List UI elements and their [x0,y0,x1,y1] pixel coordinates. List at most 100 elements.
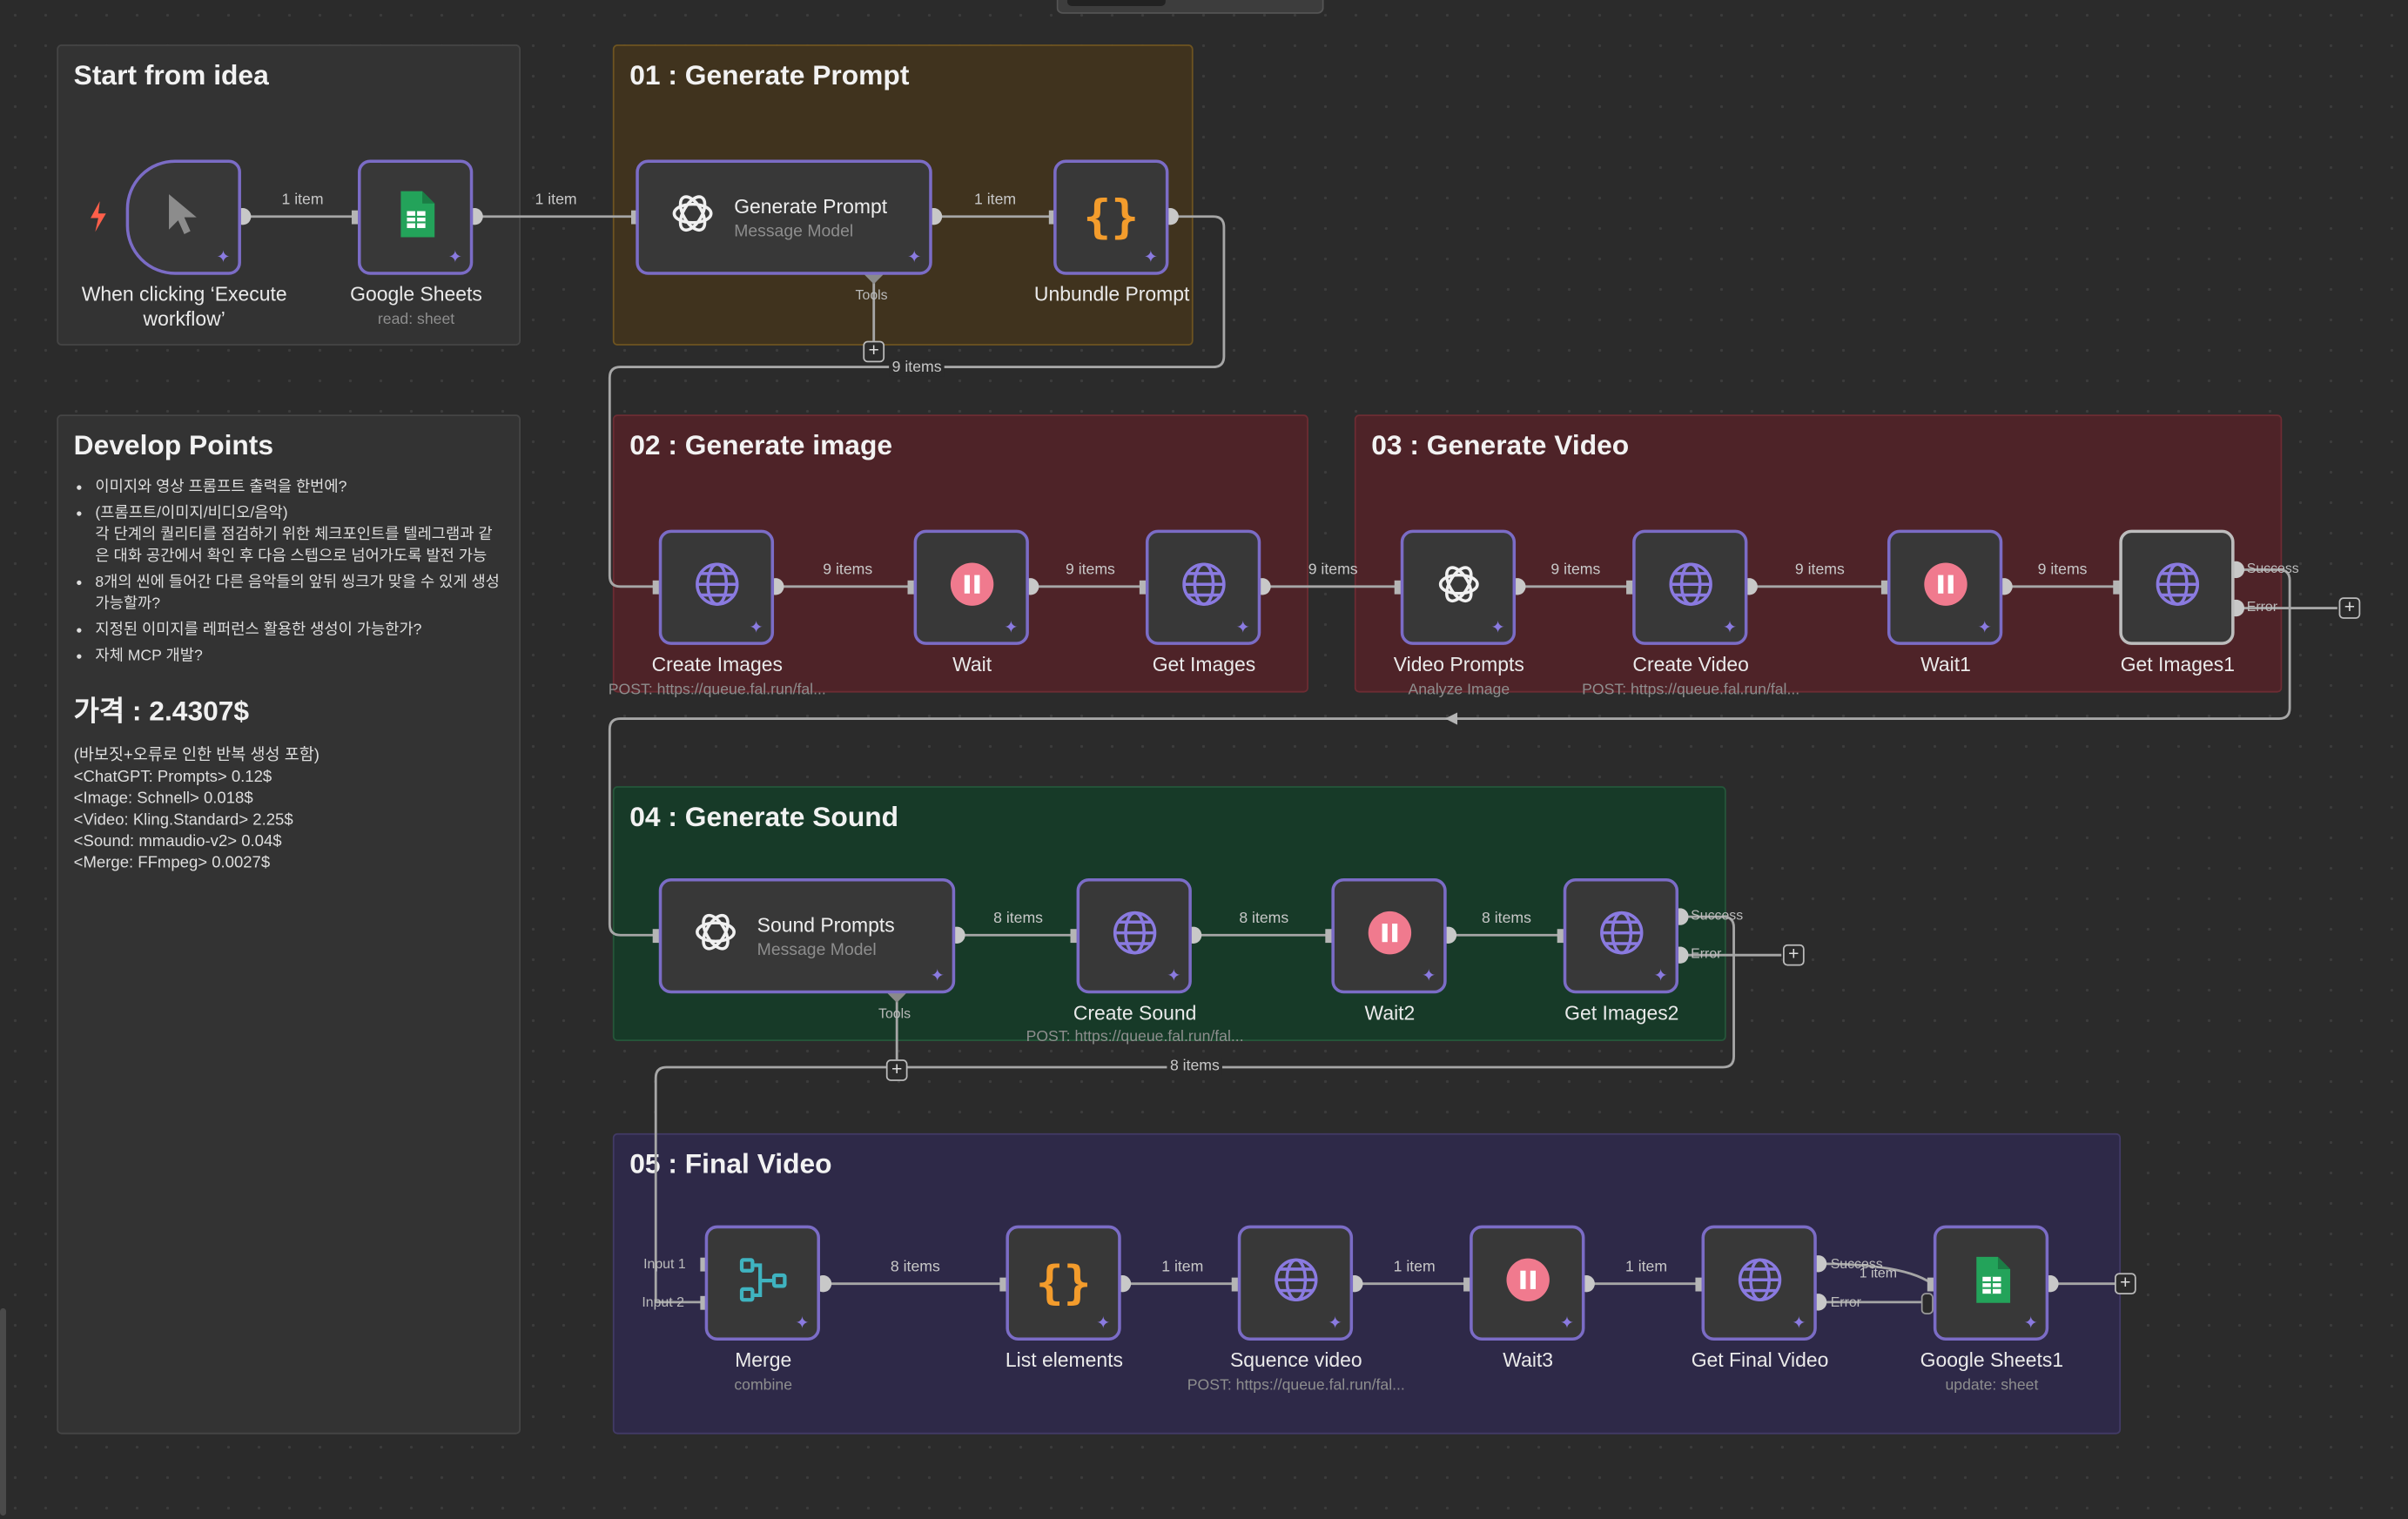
edge-label: 1 item [1393,1259,1436,1276]
note-item: 8개의 씬에 들어간 다른 음악들의 앞뒤 씽크가 맞을 수 있게 생성 가능할… [95,573,503,615]
output-label-error: Error [2246,598,2278,615]
node-label: Google Sheets [350,282,482,306]
sound-prompts-node[interactable]: Sound Prompts Message Model ✦ [658,878,956,994]
generate-prompt-node[interactable]: Generate Prompt Message Model ✦ [636,159,932,275]
pin-icon: ✦ [2023,1314,2038,1334]
node-subtitle: POST: https://queue.fal.run/fal... [608,682,826,699]
pause-icon [1504,1256,1550,1310]
node-label: Get Images1 [2120,652,2236,676]
wait1-node[interactable]: ✦ [1887,529,2003,645]
edge-label: 1 item [974,192,1017,209]
pin-icon: ✦ [1653,967,1668,986]
video-prompts-node[interactable]: ✦ [1400,529,1517,645]
pin-icon: ✦ [1235,618,1250,638]
node-label: Create Images [651,652,783,676]
price-line: <Video: Kling.Standard> 2.25$ [73,810,293,830]
tools-label: Tools [878,1005,911,1022]
create-sound-node[interactable]: ✦ [1076,878,1192,994]
edge-label: 9 items [1308,561,1358,580]
add-tool-button[interactable]: + [885,1059,908,1081]
pin-icon: ✦ [907,248,922,267]
manual-trigger-node[interactable]: ✦ [125,159,241,275]
pin-icon: ✦ [1490,618,1505,638]
add-tool-button[interactable]: + [863,340,885,363]
canvas-toolbar[interactable] [1056,0,1324,14]
add-node-button[interactable]: + [2338,597,2361,619]
google-sheets1-node[interactable]: ✦ [1933,1225,2049,1341]
output-label-success: Success [1830,1255,1883,1272]
develop-title: Develop Points [73,429,274,461]
openai-icon [1435,561,1481,615]
get-images2-node[interactable]: ✦ [1563,878,1679,994]
node-label: Create Sound [1073,1001,1197,1025]
create-images-node[interactable]: ✦ [658,529,775,645]
pause-icon [948,561,994,615]
unbundle-prompt-node[interactable]: {} ✦ [1053,159,1169,275]
price-breakdown: (바보짓+오류로 인한 반복 생성 포함) <ChatGPT: Prompts>… [74,745,504,874]
wait2-node[interactable]: ✦ [1331,878,1447,994]
globe-icon [1111,909,1157,963]
globe-icon [1272,1256,1318,1310]
wait-node[interactable]: ✦ [913,529,1029,645]
google-sheets-node[interactable]: ✦ [358,159,474,275]
edge-label: 9 items [2037,561,2088,580]
cursor-icon [164,191,204,245]
price-line: <Merge: FFmpeg> 0.0027$ [73,853,271,872]
output-label-error: Error [1830,1294,1861,1310]
pin-icon: ✦ [1977,618,1992,638]
node-label: List elements [1005,1348,1124,1372]
node-label: Unbundle Prompt [1033,282,1190,306]
pin-icon: ✦ [1722,618,1738,638]
node-label: Get Images2 [1564,1001,1679,1025]
pin-icon: ✦ [795,1314,810,1334]
merge-node[interactable]: ✦ [704,1225,820,1341]
node-subtitle: POST: https://queue.fal.run/fal... [1026,1028,1244,1046]
node-label: Google Sheets1 [1920,1348,2064,1372]
node-label: Wait1 [1920,652,1971,676]
edge-label: 9 items [889,359,945,377]
create-video-node[interactable]: ✦ [1632,529,1748,645]
add-node-button[interactable]: + [2115,1273,2136,1295]
node-label: Squence video [1229,1348,1362,1372]
input-label: Input 2 [642,1294,684,1310]
pin-icon: ✦ [447,248,462,267]
globe-icon [1736,1256,1782,1310]
openai-icon [693,909,739,963]
group-title: 02 : Generate image [629,429,893,461]
pin-icon: ✦ [1792,1314,1806,1334]
globe-icon [1667,561,1713,615]
sequence-video-node[interactable]: ✦ [1237,1225,1354,1341]
node-subtitle: combine [734,1377,793,1395]
list-elements-node[interactable]: {} ✦ [1006,1225,1121,1341]
note-item: 지정된 이미지를 레퍼런스 활용한 생성이 가능한가? [95,621,503,642]
pause-icon [1922,561,1968,615]
note-item: (프롬프트/이미지/비디오/음악) 각 단계의 퀄리티를 점검하기 위한 체크포… [95,504,503,568]
develop-notes: 이미지와 영상 프롬프트 출력을 한번에? (프롬프트/이미지/비디오/음악) … [74,478,504,669]
node-label: Wait [952,652,992,676]
output-label-success: Success [2246,560,2299,576]
wait3-node[interactable]: ✦ [1470,1225,1585,1341]
node-label: Create Video [1632,652,1749,676]
edge-label: 9 items [1794,561,1845,580]
add-node-button[interactable] [1920,1293,1934,1314]
globe-icon [2154,561,2200,615]
price-title: 가격 : 2.4307$ [73,696,250,727]
pin-icon: ✦ [1004,618,1019,638]
node-subtitle: Analyze Image [1408,682,1510,699]
pin-icon: ✦ [1559,1314,1575,1334]
node-title: Sound Prompts [757,912,895,937]
edge-label: 8 items [993,911,1043,928]
lightning-icon [89,201,107,239]
add-node-button[interactable]: + [1783,944,1805,966]
code-braces-icon: {} [1035,1255,1092,1310]
input-label: Input 1 [643,1255,686,1272]
sticky-develop-points[interactable]: Develop Points 이미지와 영상 프롬프트 출력을 한번에? (프롬… [57,414,521,1435]
edge-label: 1 item [1859,1265,1897,1281]
canvas-scrollbar[interactable] [0,1307,7,1516]
note-item: 자체 MCP 개발? [95,647,503,669]
get-images1-node[interactable] [2119,529,2235,645]
edge-label: 8 items [1239,911,1289,928]
get-final-video-node[interactable]: ✦ [1701,1225,1817,1341]
get-images-node[interactable]: ✦ [1145,529,1261,645]
